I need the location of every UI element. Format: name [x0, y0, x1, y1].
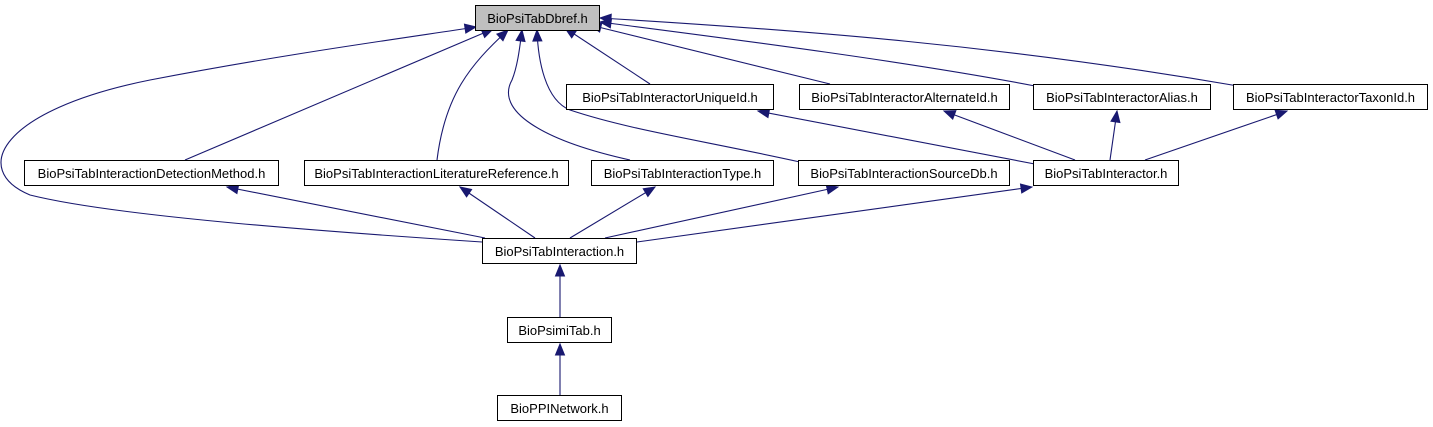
node-biopsimitab[interactable]: BioPsimiTab.h — [507, 317, 612, 343]
edge-interactor-to-alias — [1109, 109, 1121, 161]
arrowhead — [458, 186, 473, 198]
edge-interaction-to-literature — [458, 186, 536, 239]
node-biopsitabinteractionliteraturereference[interactable]: BioPsiTabInteractionLiteratureReference.… — [304, 160, 569, 186]
edge-interaction-to-itype — [569, 186, 657, 239]
node-biopsitabinteraction[interactable]: BioPsiTabInteraction.h — [482, 238, 637, 264]
arrowhead — [463, 23, 478, 34]
edge-literature-to-dbref — [436, 29, 509, 161]
node-biopsitabinteractortaxonid[interactable]: BioPsiTabInteractorTaxonId.h — [1233, 84, 1428, 110]
arrowhead — [825, 184, 840, 195]
node-biopsitabinteractor[interactable]: BioPsiTabInteractor.h — [1033, 160, 1179, 186]
node-biopsitabinteractiontype[interactable]: BioPsiTabInteractionType.h — [591, 160, 774, 186]
arrowhead — [1110, 109, 1121, 124]
arrowhead — [225, 184, 240, 195]
arrowhead — [1274, 109, 1289, 120]
arrowhead — [495, 29, 509, 42]
edge-taxonid-to-dbref — [598, 13, 1239, 87]
arrowhead — [942, 110, 957, 120]
node-biopsitabinteractoralias[interactable]: BioPsiTabInteractorAlias.h — [1033, 84, 1211, 110]
edge-interaction-to-detection — [225, 184, 486, 239]
edge-detection-to-dbref — [184, 28, 495, 161]
edge-sourcedb-to-dbref — [532, 28, 801, 163]
node-bioppinetwork[interactable]: BioPPINetwork.h — [497, 395, 622, 421]
arrowhead — [1019, 183, 1034, 194]
arrowhead — [532, 28, 543, 42]
arrowhead — [554, 263, 566, 277]
node-biopsitabinteractionsourcedb[interactable]: BioPsiTabInteractionSourceDb.h — [798, 160, 1010, 186]
edge-ppinetwork-to-psimitab — [554, 342, 566, 395]
node-biopsitabinteractiondetectionmethod[interactable]: BioPsiTabInteractionDetectionMethod.h — [24, 160, 279, 186]
edge-alias-to-dbref — [598, 18, 1036, 87]
edge-psimitab-to-interaction — [554, 263, 566, 317]
edge-interaction-to-interactor — [636, 183, 1034, 243]
node-biopsitabinteractoralternateid[interactable]: BioPsiTabInteractorAlternateId.h — [799, 84, 1010, 110]
edge-alternateid-to-dbref — [588, 22, 831, 85]
edge-interactor-to-taxonid — [1144, 109, 1289, 161]
node-biopsitabinteractoruniqueid[interactable]: BioPsiTabInteractorUniqueId.h — [566, 84, 774, 110]
arrowhead — [554, 342, 566, 356]
arrowhead — [642, 186, 657, 198]
edge-interaction-to-dbref — [0, 23, 483, 243]
arrowhead — [598, 13, 612, 24]
edge-interactor-to-uniqueid — [756, 108, 1041, 166]
edge-itype-to-dbref — [507, 28, 631, 161]
arrowhead — [515, 28, 526, 43]
edge-interactor-to-alternateid — [942, 110, 1076, 161]
node-biopsitabdbref[interactable]: BioPsiTabDbref.h — [475, 5, 600, 31]
